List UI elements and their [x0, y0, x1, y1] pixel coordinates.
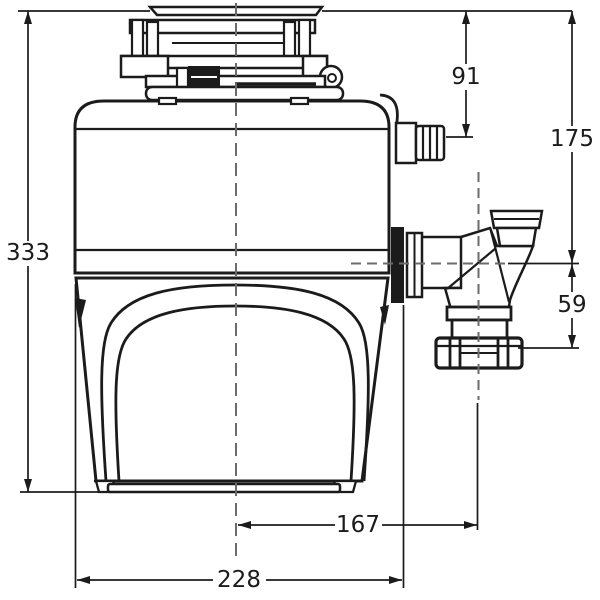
arrowhead-up: [24, 11, 32, 24]
arrowhead-up: [568, 264, 576, 277]
sink-mount-assembly: [119, 5, 345, 106]
mount-tab-left: [157, 96, 178, 106]
dimension-annotations: 333 91 175 59: [6, 10, 594, 593]
arrowhead-down: [24, 479, 32, 492]
dishwasher-inlet: [379, 93, 446, 165]
elbow-crease-2: [489, 230, 511, 303]
arrowhead-up: [568, 11, 576, 24]
disposer-body: [73, 99, 391, 494]
mount-bolt-left-inner: [145, 20, 160, 58]
dimension-outlet-height: 175: [550, 11, 594, 263]
mount-bottom-flange: [144, 85, 345, 102]
dimension-trap-drop: 59: [557, 264, 587, 348]
inlet-flange: [394, 121, 418, 165]
elbow-top-neck: [495, 226, 538, 248]
dimension-inlet-height: 91: [451, 11, 481, 137]
quick-mount-hook-pin: [327, 73, 337, 83]
dimension-overall-width: 228: [77, 567, 402, 593]
discharge-mount-flange: [391, 227, 404, 303]
mount-bolt-left-outer: [130, 18, 145, 59]
dimension-overall-height: 333: [6, 11, 50, 492]
dim-label-overall-width: 228: [217, 567, 261, 593]
arrowhead-right: [464, 521, 477, 529]
arrowhead-left: [77, 576, 90, 584]
dim-label-outlet-height: 175: [550, 126, 594, 152]
arrowhead-down: [568, 250, 576, 263]
mount-tab-right: [289, 96, 310, 106]
upper-mounting-ring: [128, 18, 317, 35]
dim-label-trap-drop: 59: [557, 292, 586, 318]
dim-label-inlet-height: 91: [451, 64, 480, 90]
inlet-boss-curve: [379, 93, 399, 127]
centerlines: [235, 3, 508, 558]
dim-label-outlet-offset: 167: [336, 512, 380, 538]
arrowhead-up: [462, 11, 470, 24]
motor-housing-shell: [74, 276, 390, 483]
dim-label-overall-height: 333: [6, 240, 50, 266]
grind-chamber-shell: [73, 99, 391, 275]
discharge-outlet-assembly: [391, 209, 544, 370]
lower-ring-cap-left: [119, 54, 170, 79]
elbow-crease-1: [446, 247, 497, 290]
arrowhead-down: [462, 124, 470, 137]
seam-notch-left: [75, 298, 86, 328]
arrowhead-left: [238, 521, 251, 529]
dimension-outlet-offset: 167: [238, 512, 477, 538]
arrowhead-down: [568, 335, 576, 348]
arrowhead-right: [389, 576, 402, 584]
base-plate: [106, 482, 342, 494]
seam-notch-right: [380, 305, 389, 325]
mount-bolt-right-outer: [297, 18, 312, 59]
clamp-screw-step: [175, 66, 190, 89]
mount-bolt-right-inner: [282, 20, 297, 58]
